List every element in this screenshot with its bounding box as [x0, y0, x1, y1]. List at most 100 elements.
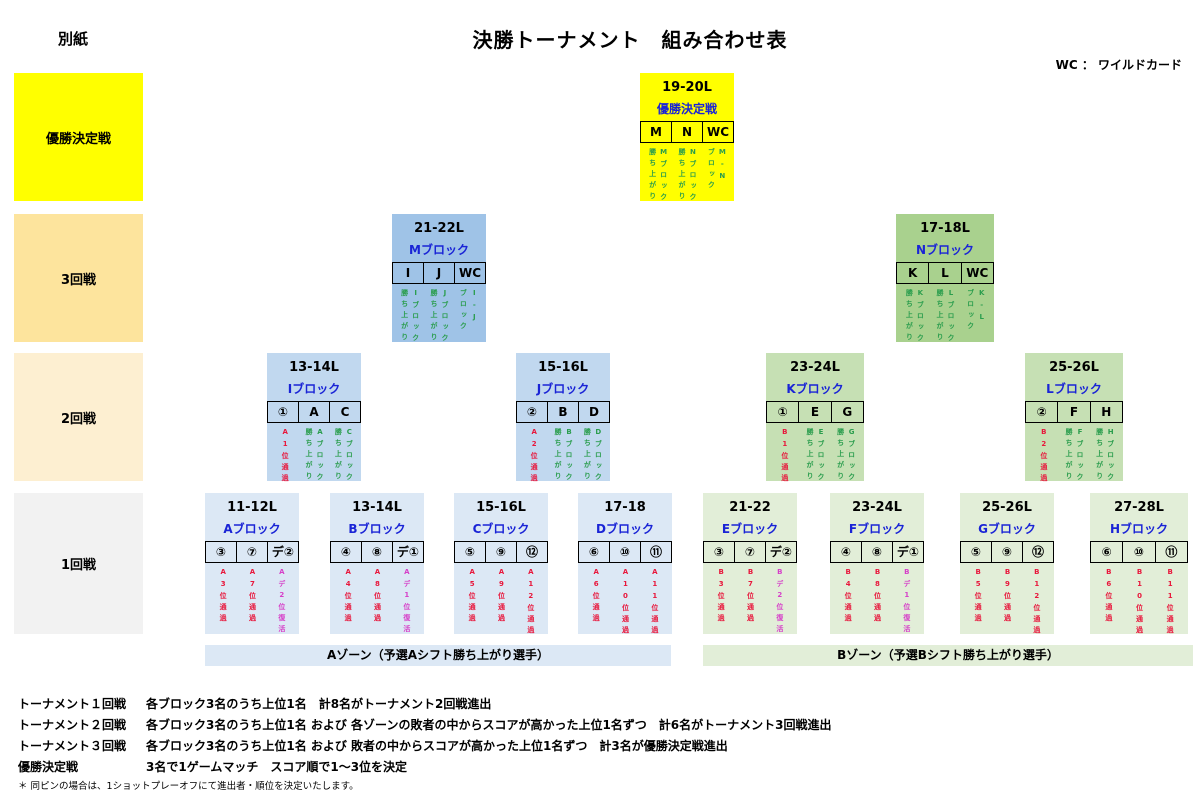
note-column: B10位通過: [1124, 568, 1155, 637]
slot-cell: ⑥: [579, 542, 610, 562]
note-text: 勝ち上がり: [400, 289, 409, 344]
block-name: Eブロック: [721, 522, 779, 536]
slot-cell: ⑪: [649, 545, 662, 559]
note-text: Lブロック: [947, 289, 955, 345]
note-text: B2位通過: [1039, 428, 1048, 485]
note-text: B3位通過: [717, 568, 726, 625]
rule-row: トーナメント１回戦 各ブロック3名のうち上位1名 計8名がトーナメント2回戦進出: [18, 694, 832, 715]
note-column: A10位通過: [610, 568, 639, 637]
rule-row: トーナメント３回戦各ブロック3名のうち上位1名 および 敗者の中からスコアが高か…: [18, 736, 832, 757]
rule-text: 各ブロック3名のうち上位1名 および 敗者の中からスコアが高かった上位1名ずつ …: [146, 739, 728, 753]
note-text: Cブロック: [345, 428, 354, 484]
block-name: Hブロック: [1109, 522, 1169, 536]
block-notes: A5位通過 A9位通過 A12位通過: [457, 568, 545, 637]
round-label-final: 優勝決定戦: [14, 73, 143, 201]
note-column: A4位通過: [333, 568, 362, 636]
zone-b-banner: Bゾーン（予選Bシフト勝ち上がり選手）: [703, 645, 1193, 666]
slot-cell: M: [641, 122, 672, 142]
rule-label: トーナメント２回戦: [18, 718, 127, 732]
slot-cell: H: [1101, 405, 1112, 419]
round-label-text: 1回戦: [60, 558, 97, 573]
block-code: 15-16L: [476, 500, 526, 515]
wildcard-legend: WC ： ワイルドカード: [1055, 58, 1182, 72]
slot-cell: ⑫: [1031, 545, 1044, 559]
note-text: 勝ち上がり: [905, 289, 914, 344]
block-notes: B6位通過 B10位通過 B11位通過: [1093, 568, 1185, 637]
note-text: I-J: [470, 289, 479, 325]
slot-cell: K: [897, 263, 930, 283]
note-column: B1位通過: [769, 428, 800, 485]
slot-cell: ④: [831, 542, 862, 562]
block-code: 15-16L: [538, 360, 588, 375]
note-text: 勝ち上がり: [936, 289, 944, 344]
note-text: A9位通過: [497, 568, 506, 625]
block-name: Fブロック: [848, 522, 906, 536]
slot-cell: F: [1058, 402, 1091, 422]
round-label-text: 優勝決定戦: [45, 131, 111, 147]
slot-cell: ⑧: [862, 542, 893, 562]
annex-label: 別紙: [58, 30, 89, 48]
note-text: 勝ち上がり: [1095, 428, 1104, 483]
note-column: Aデ2位復活: [267, 568, 296, 636]
block-name: Jブロック: [536, 382, 590, 396]
note-text: B6位通過: [1104, 568, 1113, 625]
slot-cell: ⑩: [1123, 542, 1156, 562]
note-text: Bブロック: [564, 428, 573, 484]
slot-cell: ⑤: [455, 542, 486, 562]
note-text: A10位通過: [621, 568, 630, 637]
block-name: Kブロック: [786, 382, 844, 396]
slot-cell: ①: [767, 402, 800, 422]
note-text: 勝ち上がり: [677, 148, 686, 203]
note-text: B9位通過: [1003, 568, 1012, 625]
block-name: Bブロック: [348, 522, 406, 536]
note-text: Kブロック: [916, 289, 925, 345]
rule-label: トーナメント１回戦: [18, 697, 127, 711]
note-text: 勝ち上がり: [334, 428, 343, 483]
block-name: Dブロック: [596, 522, 654, 536]
slot-cell: D: [589, 405, 599, 419]
note-text: A12位通過: [526, 568, 535, 637]
block-code: 21-22: [729, 500, 771, 515]
note-column: A5位通過: [457, 568, 486, 637]
page-title: 決勝トーナメント 組み合わせ表: [472, 28, 788, 52]
block-name: 優勝決定戦: [656, 102, 717, 116]
block-code: 17-18: [604, 500, 646, 515]
note-column: B11位通過: [1154, 568, 1185, 637]
block-code: 11-12L: [227, 500, 277, 515]
note-text: Mブロック: [659, 148, 668, 204]
rule-text: 3名で1ゲームマッチ スコア順で1～3位を決定: [146, 760, 408, 774]
slot-cell: J: [424, 263, 455, 283]
note-text: Iブロック: [411, 289, 420, 345]
note-column: A1位通過: [270, 428, 299, 485]
slot-cell: ⑩: [610, 542, 641, 562]
block-name: Gブロック: [978, 522, 1036, 536]
note-text: B10位通過: [1135, 568, 1144, 637]
note-text: B5位通過: [974, 568, 983, 625]
rule-text: 各ブロック3名のうち上位1名 計8名がトーナメント2回戦進出: [146, 697, 492, 711]
note-text: Aデ1位復活: [402, 568, 411, 636]
round-label-text: 3回戦: [60, 272, 97, 288]
